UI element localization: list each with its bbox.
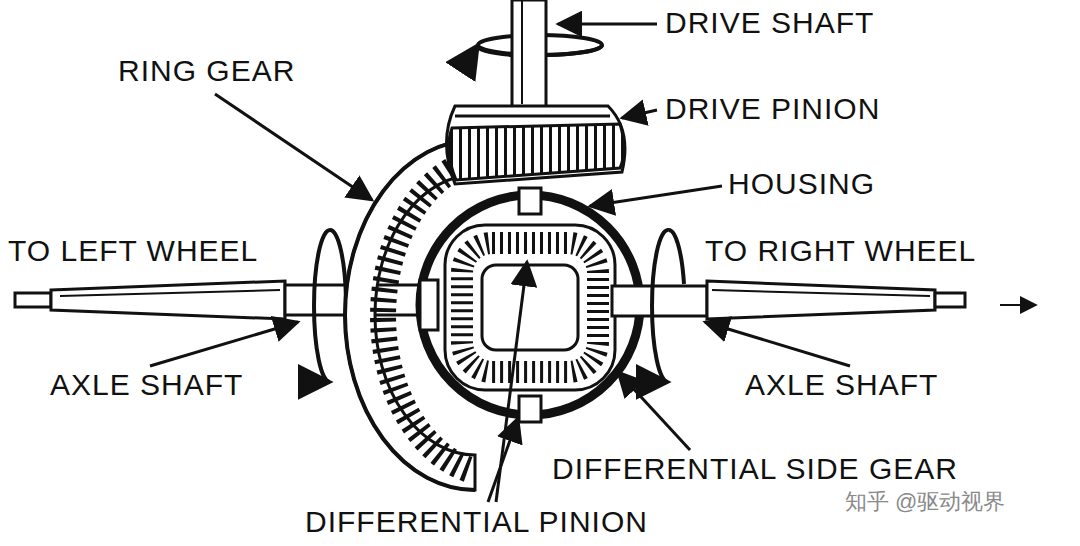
direction-label: TO LEFT WHEEL [8, 234, 258, 267]
part-label: AXLE SHAFT [50, 368, 243, 401]
right-axle-shaft [612, 281, 965, 319]
direction-arrow [1000, 304, 1036, 306]
part-label: RING GEAR [118, 54, 295, 87]
housing [420, 188, 640, 422]
part-label: DIFFERENTIAL PINION [305, 505, 648, 538]
part-label: HOUSING [728, 167, 875, 200]
part-label: DRIVE PINION [665, 92, 880, 125]
part-label: AXLE SHAFT [745, 368, 938, 401]
part-label: DRIVE SHAFT [665, 6, 874, 39]
rotation-arrow [652, 230, 684, 382]
direction-label: TO RIGHT WHEEL [705, 234, 976, 267]
drive-pinion [447, 106, 625, 184]
part-label: DIFFERENTIAL SIDE GEAR [552, 452, 958, 485]
rotation-arrow [314, 230, 346, 382]
watermark: 知乎 @驱动视界 [845, 490, 1005, 514]
differential-side-gear [445, 225, 615, 390]
drive-shaft [478, 0, 602, 108]
